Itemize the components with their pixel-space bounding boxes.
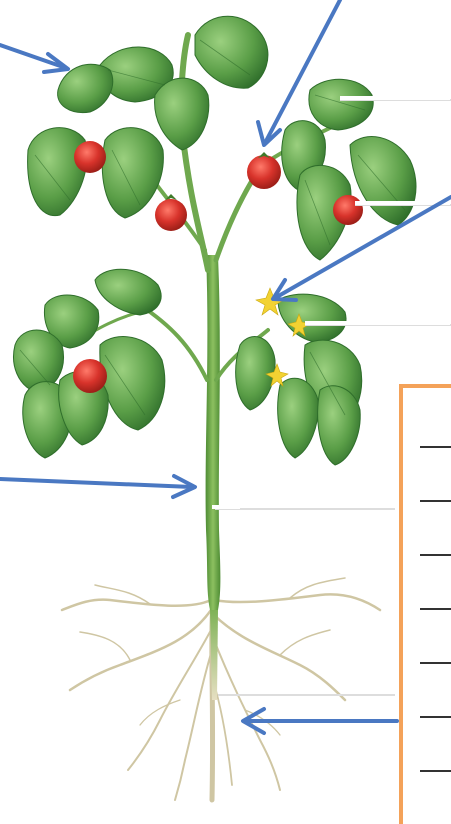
arrow-root xyxy=(243,709,397,733)
roots xyxy=(62,578,380,800)
answer-line-5[interactable] xyxy=(420,662,451,664)
arrow-stem xyxy=(0,476,195,497)
arrow-leaf xyxy=(0,45,68,72)
answer-line-7[interactable] xyxy=(420,770,451,772)
answer-line-2[interactable] xyxy=(420,500,451,502)
answer-line-3[interactable] xyxy=(420,554,451,556)
answer-line-4[interactable] xyxy=(420,608,451,610)
answer-line-1[interactable] xyxy=(420,446,451,448)
answer-line-6[interactable] xyxy=(420,716,451,718)
answer-box xyxy=(399,384,451,824)
